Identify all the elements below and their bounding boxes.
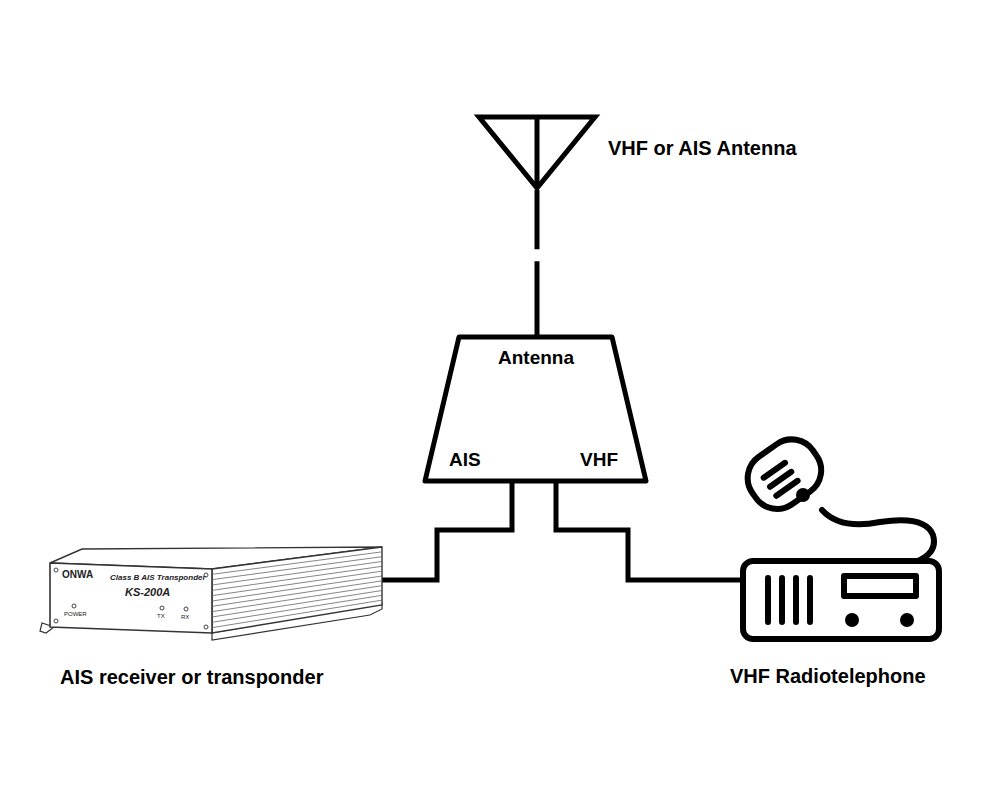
node-label: VHF Radiotelephone: [730, 665, 926, 688]
node-label: Antenna: [498, 347, 574, 369]
antenna-symbol-outline: [470, 112, 604, 190]
node-label: VHF or AIS Antenna: [608, 137, 797, 160]
coax-cable: [382, 483, 512, 580]
ais-transponder: AIS receiver or transponderONWAClass B A…: [40, 545, 382, 635]
led-label: POWER: [64, 611, 87, 617]
led-label: TX: [157, 613, 165, 619]
port-label: VHF: [580, 449, 618, 471]
brand-label: ONWA: [62, 569, 93, 580]
vhf-radio: VHF Radiotelephone: [740, 430, 945, 642]
splitter-box: AntennaAIS VHF: [423, 335, 648, 483]
model-number: KS-200A: [125, 586, 170, 598]
vhf-radio-outline: [740, 430, 945, 642]
port-label: AIS: [449, 449, 481, 471]
led-label: RX: [181, 614, 189, 620]
model-description: Class B AIS Transponder: [110, 573, 206, 582]
node-label: AIS receiver or transponder: [60, 666, 323, 689]
ais-transponder-outline: [40, 545, 382, 635]
coax-cable: [535, 190, 540, 335]
coax-cable: [556, 483, 740, 580]
antenna-symbol: VHF or AIS Antenna: [470, 112, 604, 190]
